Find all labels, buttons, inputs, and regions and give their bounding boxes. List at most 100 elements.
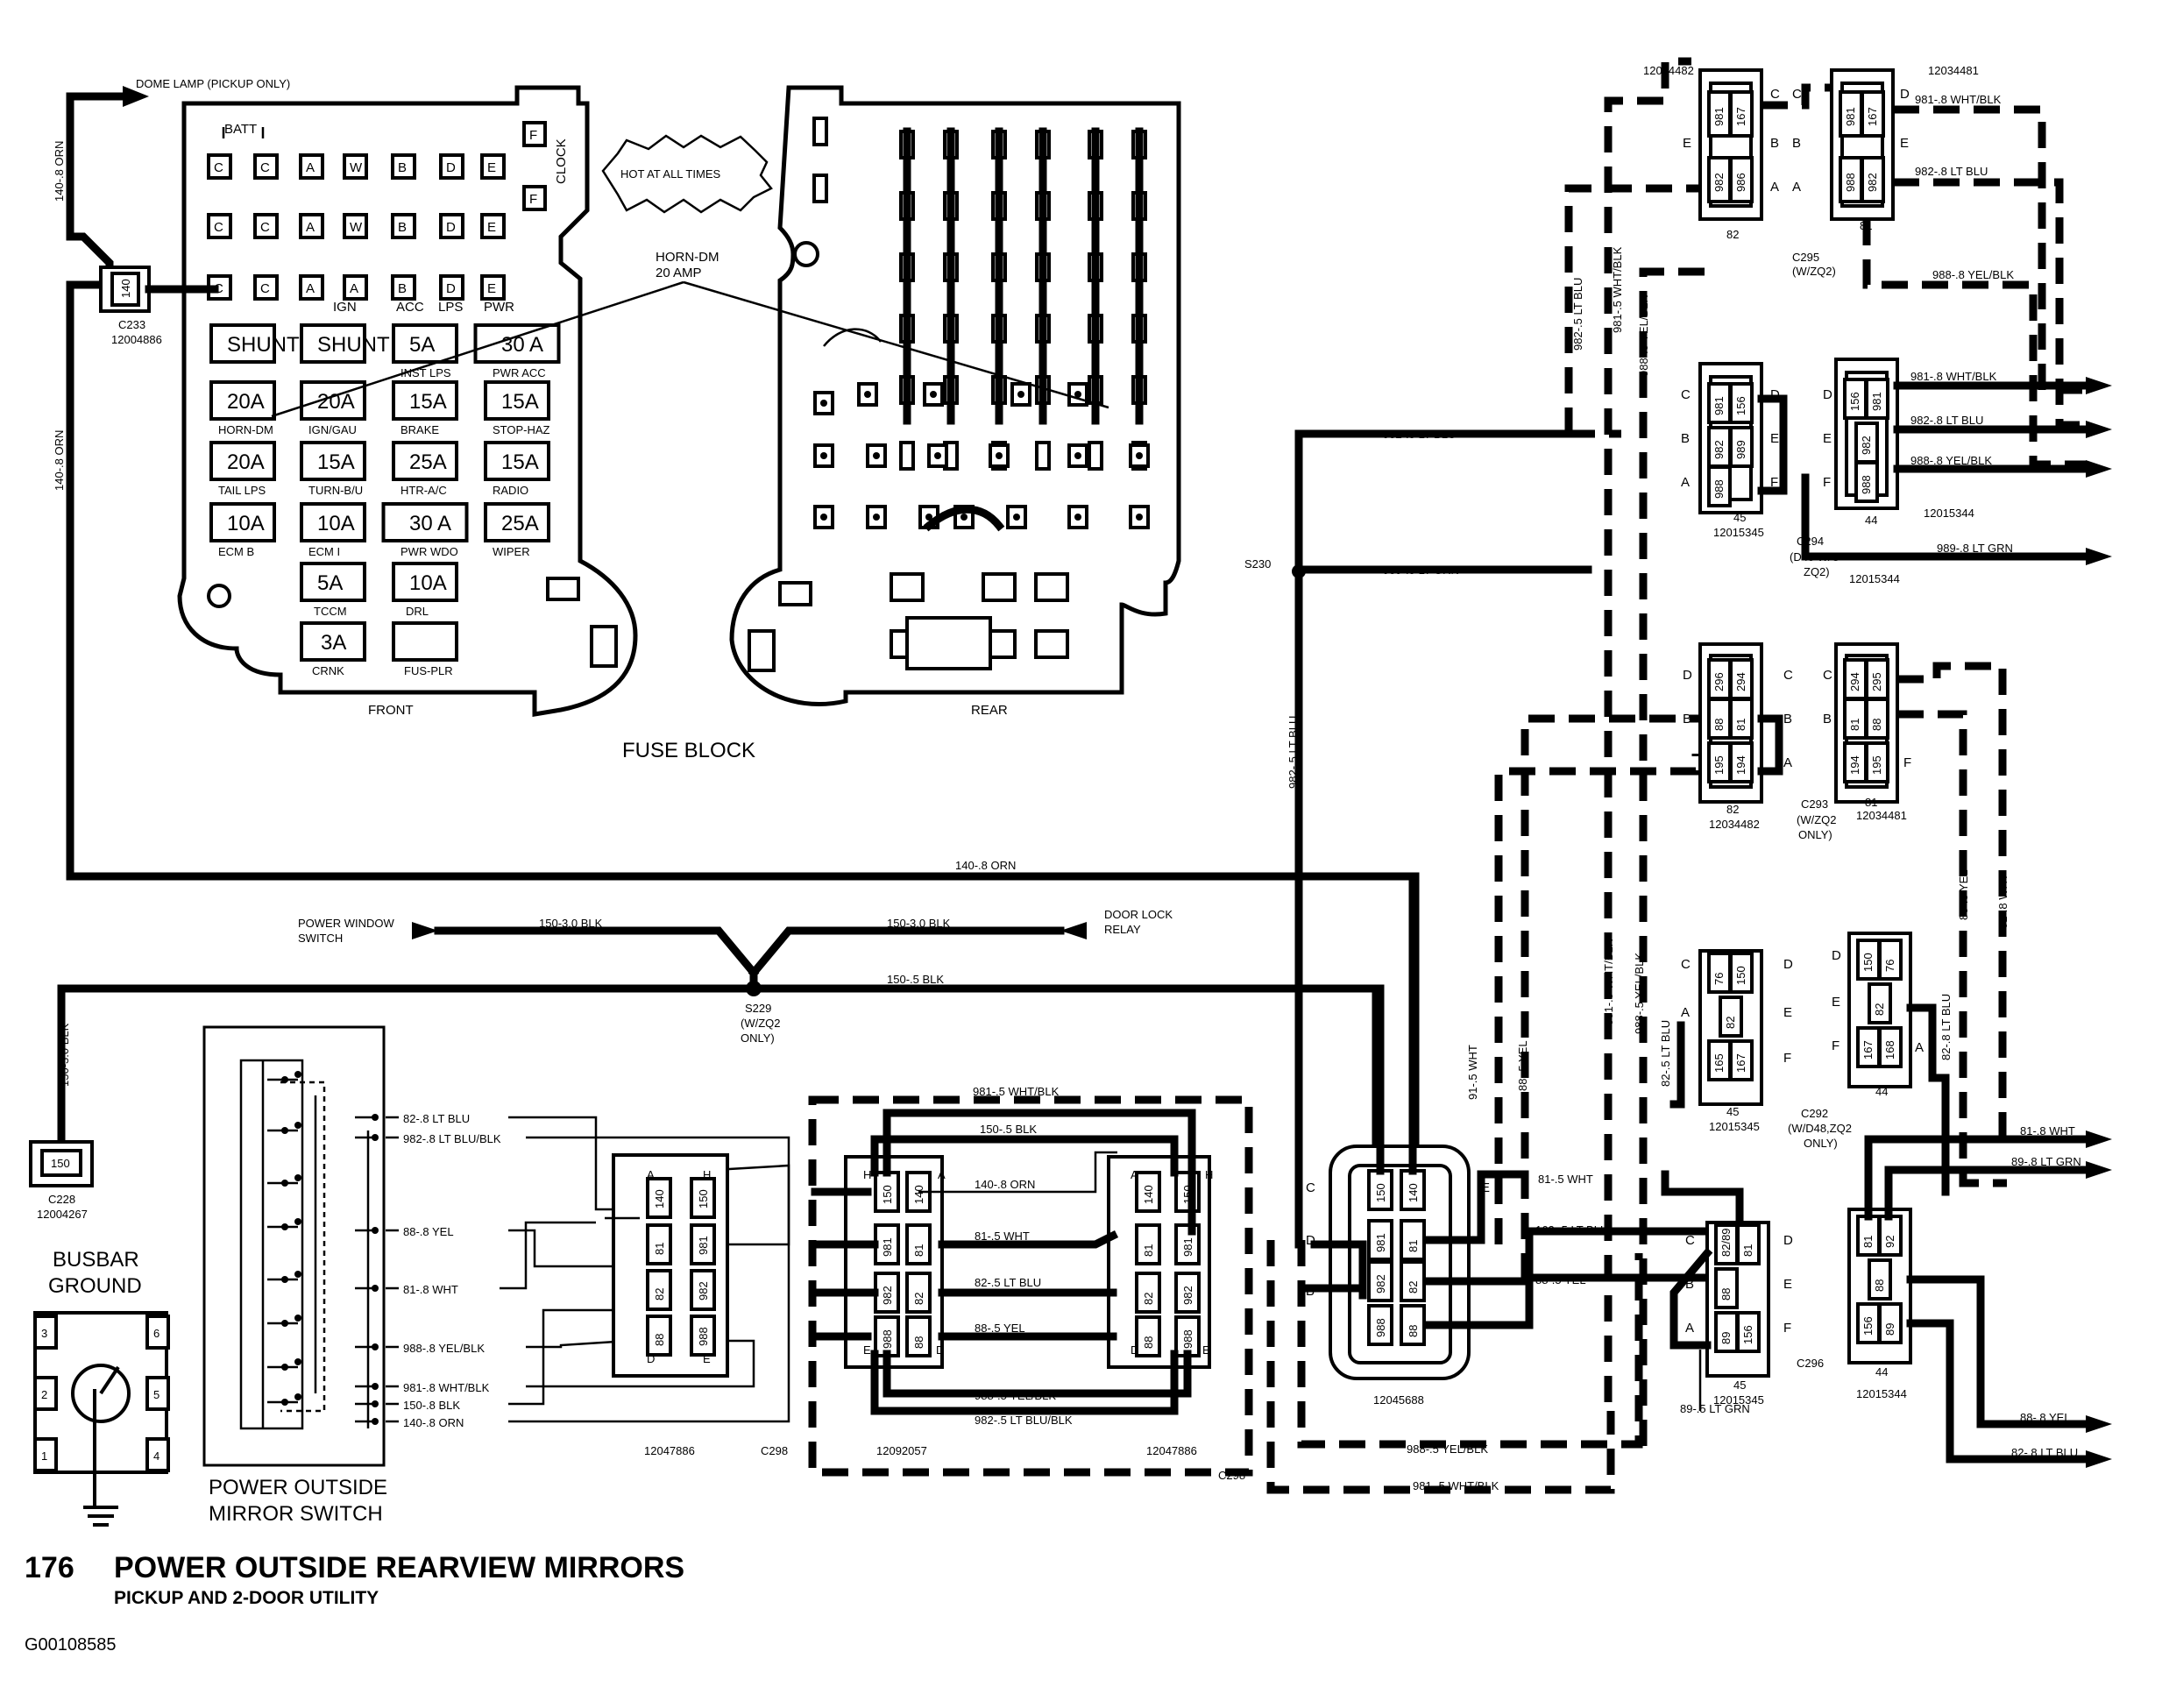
pin-number: 82 bbox=[1873, 1003, 1886, 1016]
pin-number: 982 bbox=[1181, 1286, 1194, 1305]
pin-number: 150 bbox=[1734, 966, 1747, 985]
fuse-terminal-letter: C bbox=[214, 220, 223, 235]
cavity bbox=[1707, 658, 1732, 700]
switch-bus bbox=[261, 1060, 317, 1428]
wire-label: 989-.5 LT GRN bbox=[1383, 563, 1459, 577]
part-number: 12034482 bbox=[1643, 64, 1694, 77]
door-lock-relay-label: RELAY bbox=[1104, 923, 1141, 936]
wire-150-label: 150-3.0 BLK bbox=[887, 917, 951, 930]
busbar-terminal-number: 3 bbox=[41, 1327, 47, 1340]
cavity bbox=[1843, 698, 1868, 740]
fuse-terminal bbox=[299, 213, 324, 239]
busbar-terminal bbox=[33, 1315, 58, 1350]
fuse-terminal bbox=[439, 213, 464, 239]
wire bbox=[1639, 267, 1718, 1446]
pwr-label: PWR bbox=[484, 300, 514, 315]
wire bbox=[938, 1230, 1119, 1249]
diagram-title: POWER OUTSIDE REARVIEW MIRRORS bbox=[114, 1551, 684, 1584]
fuse-terminal bbox=[439, 153, 464, 180]
wire-label: 88-.8 YEL bbox=[1957, 869, 1970, 920]
cavity-count: 44 bbox=[1865, 514, 1877, 527]
pin-number: 150 bbox=[881, 1185, 894, 1204]
power-window-switch-label: POWER WINDOW bbox=[298, 917, 394, 930]
connector-label: (W/ZQ2) bbox=[1792, 265, 1836, 278]
fuse-value: 20A bbox=[227, 390, 265, 414]
cavity bbox=[1729, 698, 1754, 740]
wire bbox=[1906, 1319, 2090, 1463]
terminal-pin bbox=[1074, 514, 1081, 521]
pin-number: 88 bbox=[1407, 1325, 1420, 1337]
cavity bbox=[1719, 996, 1743, 1038]
fuse-terminal bbox=[391, 274, 416, 301]
wire-label: 81-.5 WHT bbox=[975, 1230, 1030, 1243]
terminal bbox=[1034, 572, 1069, 602]
switch-contact-dot bbox=[294, 1393, 301, 1400]
pin-number: 88 bbox=[1142, 1336, 1155, 1349]
fuse-terminal-letter: W bbox=[350, 160, 363, 175]
fuse-terminal bbox=[480, 153, 506, 180]
wire-label: 982-.5 LT BLU bbox=[1287, 716, 1300, 789]
terminal-pin bbox=[1074, 391, 1081, 398]
arrow-icon bbox=[2086, 460, 2112, 478]
fuse-terminal-letter: E bbox=[487, 281, 496, 296]
fuse-terminal-letter: D bbox=[446, 160, 456, 175]
wire-label: 982-.5 LT BLU bbox=[1571, 278, 1584, 351]
cavity-letter: C bbox=[1306, 1180, 1315, 1195]
fuse-name: CRNK bbox=[312, 664, 344, 677]
busbar-terminal-number: 5 bbox=[153, 1388, 159, 1401]
fuse-value: 30 A bbox=[501, 333, 543, 357]
c228-part: 12004267 bbox=[37, 1208, 88, 1221]
terminal-pin bbox=[1074, 452, 1081, 459]
mount-hole bbox=[207, 584, 231, 608]
part-number: 12034482 bbox=[1709, 818, 1760, 831]
fuse bbox=[300, 441, 366, 481]
wire bbox=[1884, 1166, 2090, 1221]
switch-contact-dot bbox=[294, 1122, 301, 1129]
cavity bbox=[1865, 378, 1889, 420]
cavity-letter: A bbox=[1131, 1168, 1138, 1181]
busbar-ground-label: GROUND bbox=[48, 1274, 142, 1298]
cavity bbox=[1729, 90, 1754, 138]
fuse-terminal bbox=[391, 213, 416, 239]
terminal bbox=[812, 117, 828, 146]
fuse bbox=[209, 323, 276, 364]
cavity bbox=[1367, 1169, 1393, 1211]
c233-part: 12004886 bbox=[111, 333, 162, 346]
cavity-letter: D bbox=[1783, 957, 1793, 972]
wire bbox=[1864, 1135, 2090, 1221]
cavity bbox=[1135, 1315, 1161, 1357]
door-lock-relay-label: DOOR LOCK bbox=[1104, 908, 1173, 921]
pin-number: 156 bbox=[1734, 396, 1747, 415]
wire bbox=[1893, 105, 2086, 394]
wire bbox=[883, 1350, 1192, 1398]
c233-label: C233 bbox=[118, 318, 145, 331]
mirror-switch-label: POWER OUTSIDE bbox=[209, 1476, 387, 1499]
cavity-letter: B bbox=[1770, 136, 1779, 151]
pin-number: 150 bbox=[1374, 1183, 1387, 1202]
dashed-wire bbox=[1297, 1240, 1643, 1449]
horn-dm-amp: 20 AMP bbox=[656, 266, 702, 280]
terminal-pin bbox=[1013, 514, 1020, 521]
wire-label: 989-.8 LT GRN bbox=[1937, 542, 2013, 555]
fuse-terminal bbox=[253, 153, 279, 180]
cavity bbox=[646, 1269, 672, 1311]
pin-number: 88 bbox=[1873, 1279, 1886, 1292]
switch-wire-label: 982-.8 LT BLU/BLK bbox=[403, 1132, 501, 1145]
pin-number: 81 bbox=[653, 1243, 666, 1255]
cavity bbox=[646, 1315, 672, 1357]
rear-label: REAR bbox=[971, 703, 1008, 718]
pin-number: 982 bbox=[1712, 440, 1726, 459]
switch-contact-dot bbox=[281, 1364, 288, 1371]
wire bbox=[870, 1135, 1179, 1177]
cavity-letter: A bbox=[1681, 475, 1690, 490]
pin-number: 81 bbox=[912, 1244, 925, 1257]
pin-number: 981 bbox=[1712, 396, 1726, 415]
figure-id: G00108585 bbox=[25, 1635, 117, 1655]
fuse-terminal bbox=[391, 153, 416, 180]
cavity bbox=[1729, 1039, 1754, 1081]
pin-number: 89 bbox=[1883, 1323, 1896, 1336]
wire-label: 988-.8 YEL/BLK bbox=[1910, 454, 1992, 467]
connector-label: C295 bbox=[1792, 251, 1819, 264]
fuse-value: 20A bbox=[317, 390, 355, 414]
wire-150-label: 150-3.0 BLK bbox=[539, 917, 603, 930]
